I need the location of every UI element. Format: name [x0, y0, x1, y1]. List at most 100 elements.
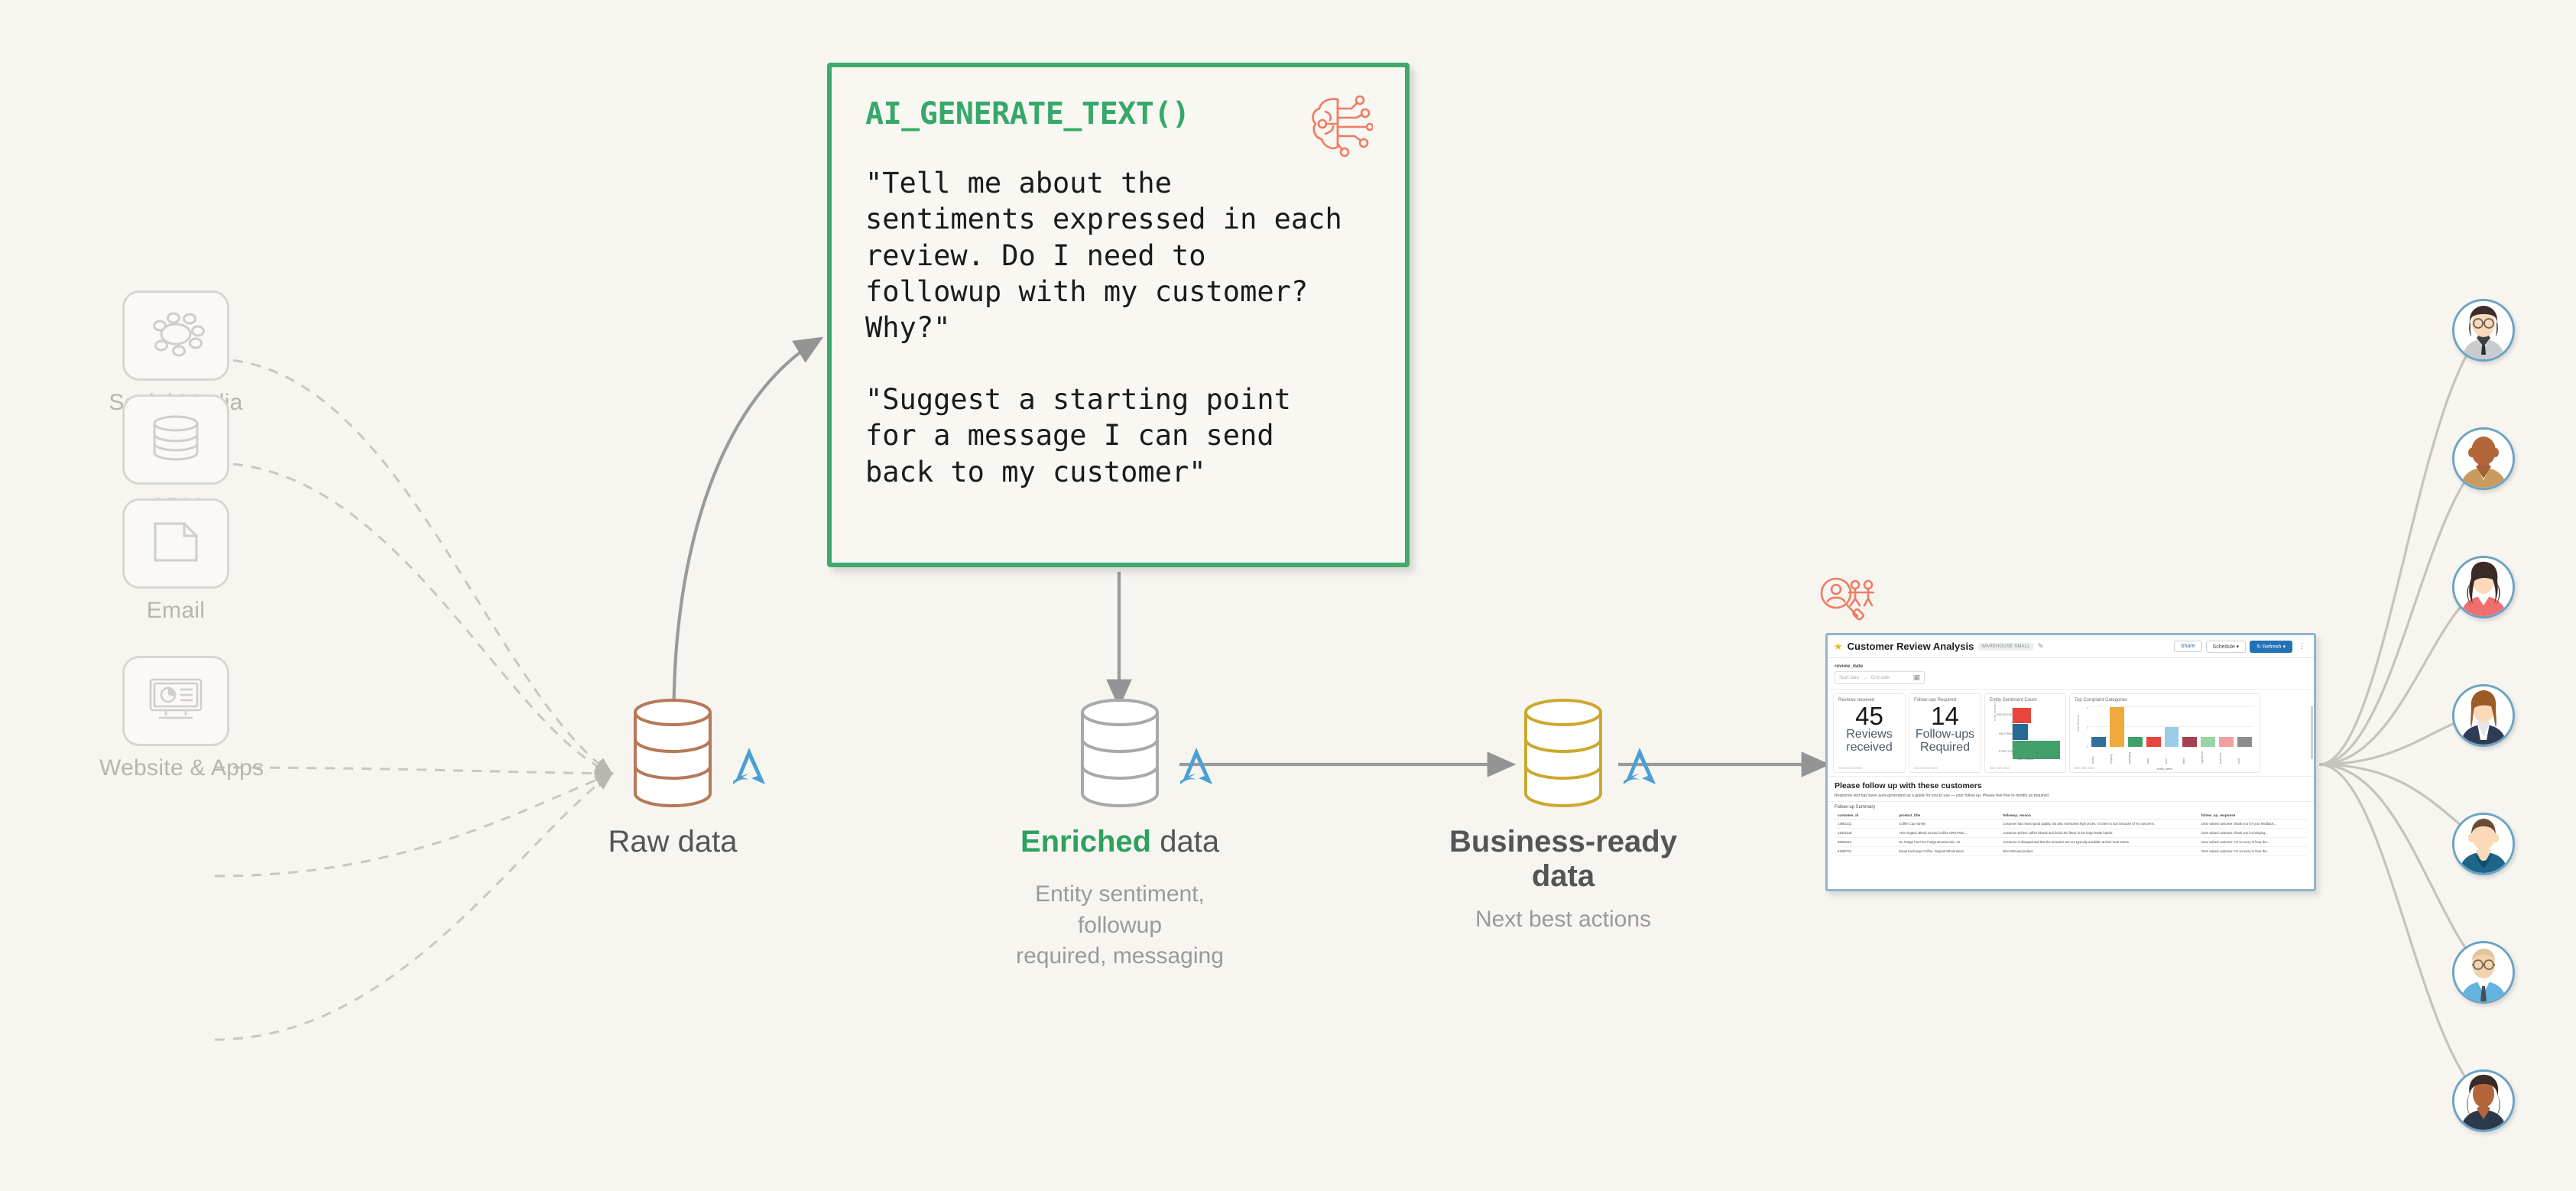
bar-acidity: [2091, 737, 2106, 747]
table-header-row: customer_id product_title followup_reaso…: [1835, 812, 2307, 819]
table-row[interactable]: 14881411 Coffee Cup Variety Customer has…: [1835, 819, 2307, 829]
source-item-email[interactable]: Email: [99, 498, 252, 624]
x-axis-label: Num. Entities: [2017, 758, 2034, 761]
cylinder-business-ready: [1512, 697, 1656, 808]
date-filter-row: review_date Start date → End date 🗓: [1828, 658, 2314, 690]
prompt-text-2: "Suggest a starting point for a message …: [865, 382, 1291, 488]
avatar[interactable]: [2452, 684, 2515, 747]
x-tick: taste: [2146, 758, 2149, 764]
bar-packaging: [2127, 737, 2143, 747]
refresh-button[interactable]: ↻ Refresh ▾: [2250, 640, 2292, 653]
cell-customer-id: 14831018: [1835, 828, 1896, 838]
cell-product-title: Coffee Cup Variety: [1896, 819, 2000, 829]
vertical-scrollbar[interactable]: [2311, 706, 2313, 759]
chart-card-top-complaint-categories: Top Complaint Categories Num. Reviews 4 …: [2069, 693, 2260, 773]
avatar[interactable]: [2452, 299, 2515, 362]
cell-followup-reason: Discontinued product: [2000, 846, 2198, 856]
document-icon: [149, 518, 203, 570]
kpi-title: Follow-ups Required: [1914, 698, 1957, 703]
cell-followup-response: Dear valued customer, I'm so sorry to he…: [2198, 846, 2307, 856]
x-tick: other: [2237, 758, 2241, 764]
avatar-man-brown-hair-blue-hoodie: [2454, 815, 2513, 873]
entity-sentiment-plot: entity_sentiment NEGATIVE NEUTRAL POSITI…: [1990, 702, 2063, 761]
dashboard-header: ★ Customer Review Analysis WAREHOUSE SMA…: [1828, 635, 2314, 658]
cell-followup-response: Dear valued customer, thank you for brin…: [2198, 828, 2307, 838]
source-label: Email: [146, 598, 206, 623]
cell-product-title: Equal Exchange Coffee, Original Whole Be…: [1896, 846, 2000, 856]
chart-footer: Bar plot view: [1990, 766, 2010, 770]
dashboard-panel[interactable]: ★ Customer Review Analysis WAREHOUSE SMA…: [1825, 633, 2316, 891]
dashboard-monitor-icon: [145, 675, 206, 728]
avatar[interactable]: [2452, 556, 2515, 618]
ai-brain-icon: [1303, 92, 1374, 161]
end-date-placeholder: End date: [1871, 675, 1890, 680]
range-separator: →: [1863, 675, 1868, 680]
date-range-input[interactable]: Start date → End date 🗓: [1835, 671, 1925, 684]
column-header[interactable]: customer_id: [1835, 812, 1896, 819]
x-tick-0: 0: [2012, 752, 2014, 755]
source-item-website-apps[interactable]: Website & Apps: [99, 656, 264, 781]
avatar[interactable]: [2452, 941, 2515, 1004]
pipeline-node-business-ready-data: Business-ready data Next best actions: [1449, 697, 1678, 936]
bar-flavor: [2182, 737, 2198, 747]
y-tick-negative: NEGATIVE: [1997, 713, 2013, 716]
avatar-woman-dark-curly-hair: [2454, 1072, 2513, 1130]
schedule-button[interactable]: Schedule ▾: [2205, 640, 2247, 653]
prompt-function-title: AI_GENERATE_TEXT(): [865, 96, 1190, 131]
table-row[interactable]: 61880721 Equal Exchange Coffee, Original…: [1835, 846, 2307, 856]
avatar[interactable]: [2452, 427, 2515, 490]
pipeline-node-enriched-data: Enriched data Entity sentiment, followup…: [1005, 697, 1234, 972]
node-title-accent: Enriched: [1020, 825, 1152, 858]
followup-table-wrap[interactable]: Follow-up Summary customer_id product_ti…: [1828, 801, 2314, 856]
kpi-title: Reviews received: [1838, 698, 1875, 703]
cell-product-title: YES Organic Blend Ground Coffee ORGANIC.…: [1896, 828, 2000, 838]
avatar[interactable]: [2452, 813, 2515, 875]
kpi-card-followups-required: Follow-ups Required 14 Follow-ups Requir…: [1909, 693, 1981, 773]
avatar-man-bald-glasses-tie: [2454, 943, 2513, 1001]
gridline: [2090, 726, 2253, 727]
cell-customer-id: 14881411: [1835, 819, 1896, 829]
source-icon-box: [122, 290, 229, 381]
bar-positive: [2013, 741, 2060, 759]
table-row[interactable]: 82806112 No Pudge Fat Free Fudge Brownie…: [1835, 837, 2307, 847]
bar-negative: [2013, 708, 2031, 723]
y-tick-0: 0: [2087, 745, 2088, 748]
column-header[interactable]: follow_up_response: [2198, 812, 2307, 819]
kpi-card-reviews-received: Reviews received 45 Reviews received Sco…: [1833, 693, 1906, 773]
kpi-value: 14: [1931, 702, 1959, 730]
followup-summary-table: customer_id product_title followup_reaso…: [1835, 812, 2307, 856]
pipeline-node-raw-data: Raw data: [558, 697, 787, 859]
x-tick-labels: acidity shipping packaging taste price f…: [2091, 747, 2252, 764]
database-icon: [148, 413, 204, 467]
source-icon-box: [122, 656, 229, 746]
favorite-star-icon[interactable]: ★: [1834, 640, 1843, 652]
y-axis-label: entity_sentiment: [1994, 702, 1997, 721]
x-tick-20: 20: [2036, 752, 2039, 755]
chart-title: Top Complaint Categories: [2075, 698, 2128, 703]
node-title-plain: data: [1151, 825, 1220, 858]
y-tick-positive: POSITIVE: [1999, 750, 2013, 753]
dashboard-cards-row: Reviews received 45 Reviews received Sco…: [1828, 690, 2314, 776]
warehouse-tag: WAREHOUSE SMALL: [1978, 642, 2033, 651]
more-options-icon[interactable]: ⋮: [2299, 642, 2305, 650]
kpi-footer: Scorecard view: [1838, 766, 1862, 770]
top-complaint-categories-plot: Num. Reviews 4 2 0: [2075, 704, 2255, 771]
node-title: Raw data: [608, 825, 738, 858]
x-axis-label: entity_name: [2156, 767, 2173, 771]
edit-icon[interactable]: ✎: [2037, 642, 2044, 650]
table-caption: Follow-up Summary: [1835, 805, 1876, 810]
kpi-caption: Reviews received: [1846, 728, 1893, 754]
table-row[interactable]: 14831018 YES Organic Blend Ground Coffee…: [1835, 828, 2307, 838]
y-axis-line: [2012, 707, 2013, 751]
followup-section: Please follow up with these customers Re…: [1828, 776, 2314, 801]
calendar-icon[interactable]: 🗓: [1913, 675, 1920, 681]
avatar[interactable]: [2452, 1069, 2515, 1132]
x-tick: acidity: [2091, 756, 2094, 764]
bar-price: [2164, 727, 2179, 747]
ai-prompt-card: AI_GENERATE_TEXT() "Tell me about the se…: [827, 63, 1410, 567]
bar-neutral: [2013, 724, 2028, 740]
share-button[interactable]: Share: [2173, 641, 2202, 652]
column-header[interactable]: followup_reason: [2000, 812, 2198, 819]
column-header[interactable]: product_title: [1896, 812, 2000, 819]
